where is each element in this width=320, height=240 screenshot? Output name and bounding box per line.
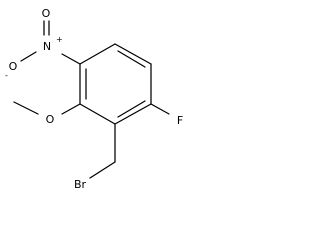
ring-bond-c5-c6 [114, 43, 152, 65]
bond-n-o-single [20, 51, 37, 62]
bromomethyl-group: Br [74, 123, 116, 191]
nitro-single-bond-oxygen-label: O [9, 60, 18, 73]
bond-ring-to-fluorine [150, 103, 170, 115]
fluorine-label: F [177, 114, 183, 127]
nitro-oxygen-charge: - [5, 71, 8, 80]
ring-bond-c6-c1 [79, 43, 116, 65]
nitro-nitrogen-label: N [43, 40, 51, 53]
ring-inner-double-bond-top [117, 50, 146, 68]
methoxy-oxygen-label: O [46, 113, 55, 126]
nitro-double-bond-oxygen-label: O [42, 7, 51, 20]
chemical-structure-diagram: N + O O - O F Br [5, 7, 183, 191]
bond-ring-to-nitrogen [61, 53, 81, 65]
ring-bond-c2-c3 [79, 103, 116, 125]
ring-inner-double-bond-bottom [117, 100, 146, 118]
nitro-group: N + O O - [5, 7, 81, 80]
nitro-nitrogen-charge: + [56, 35, 63, 44]
bromine-label: Br [74, 178, 87, 191]
methoxy-group: O [13, 101, 81, 126]
benzene-ring [79, 43, 152, 125]
bond-ch2-to-bromine [89, 161, 116, 179]
bond-methoxy-oxygen-to-methyl [13, 101, 39, 115]
ring-bond-c3-c4 [114, 103, 152, 125]
bond-ring-to-methoxy-oxygen [61, 103, 81, 115]
fluoro-substituent: F [150, 103, 183, 127]
